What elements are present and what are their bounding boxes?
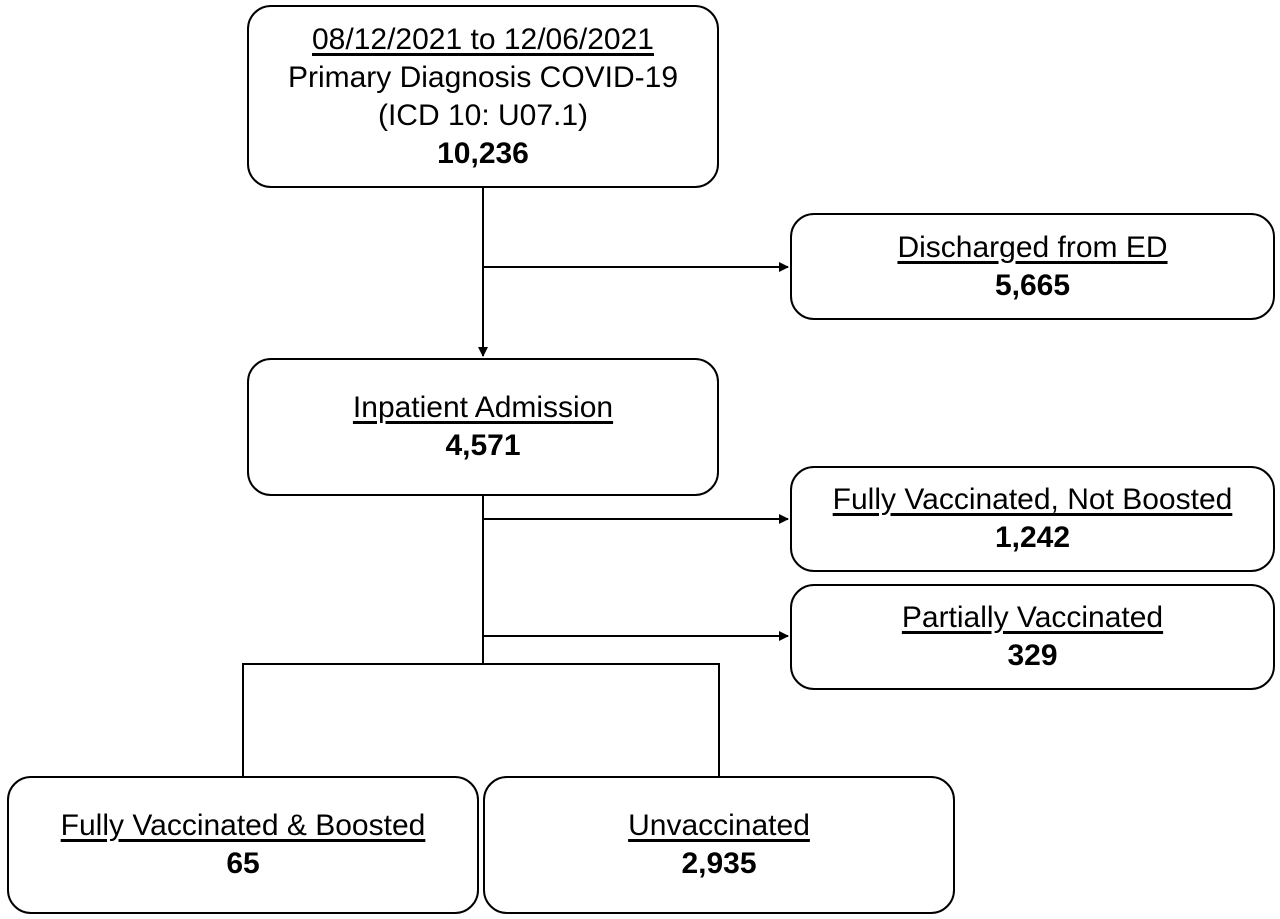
node-primary-diagnosis: 08/12/2021 to 12/06/2021 Primary Diagnos… — [247, 5, 719, 188]
icd-code-line: (ICD 10: U07.1) — [377, 98, 589, 132]
node-label: Fully Vaccinated & Boosted — [60, 809, 426, 842]
node-label: Unvaccinated — [628, 809, 810, 842]
node-inpatient-admission: Inpatient Admission 4,571 — [247, 358, 719, 496]
node-fully-vaccinated-not-boosted: Fully Vaccinated, Not Boosted 1,242 — [790, 466, 1275, 572]
node-count: 329 — [1007, 639, 1058, 672]
diagnosis-line: Primary Diagnosis COVID-19 — [287, 60, 679, 94]
node-count: 1,242 — [994, 521, 1071, 554]
date-range: 08/12/2021 to 12/06/2021 — [312, 22, 654, 56]
node-label: Fully Vaccinated, Not Boosted — [832, 483, 1233, 516]
node-count: 5,665 — [994, 268, 1071, 302]
node-discharged-from-ed: Discharged from ED 5,665 — [790, 213, 1275, 320]
node-partially-vaccinated: Partially Vaccinated 329 — [790, 584, 1275, 690]
node-count: 2,935 — [681, 847, 757, 880]
node-label: Inpatient Admission — [352, 391, 614, 424]
node-unvaccinated: Unvaccinated 2,935 — [483, 776, 955, 914]
node-count: 4,571 — [445, 429, 521, 462]
node-label: Partially Vaccinated — [901, 601, 1164, 634]
node-count: 65 — [226, 847, 260, 880]
node-label: Discharged from ED — [897, 230, 1168, 264]
node-fully-vaccinated-boosted: Fully Vaccinated & Boosted 65 — [7, 776, 479, 914]
node-count: 10,236 — [437, 136, 529, 170]
